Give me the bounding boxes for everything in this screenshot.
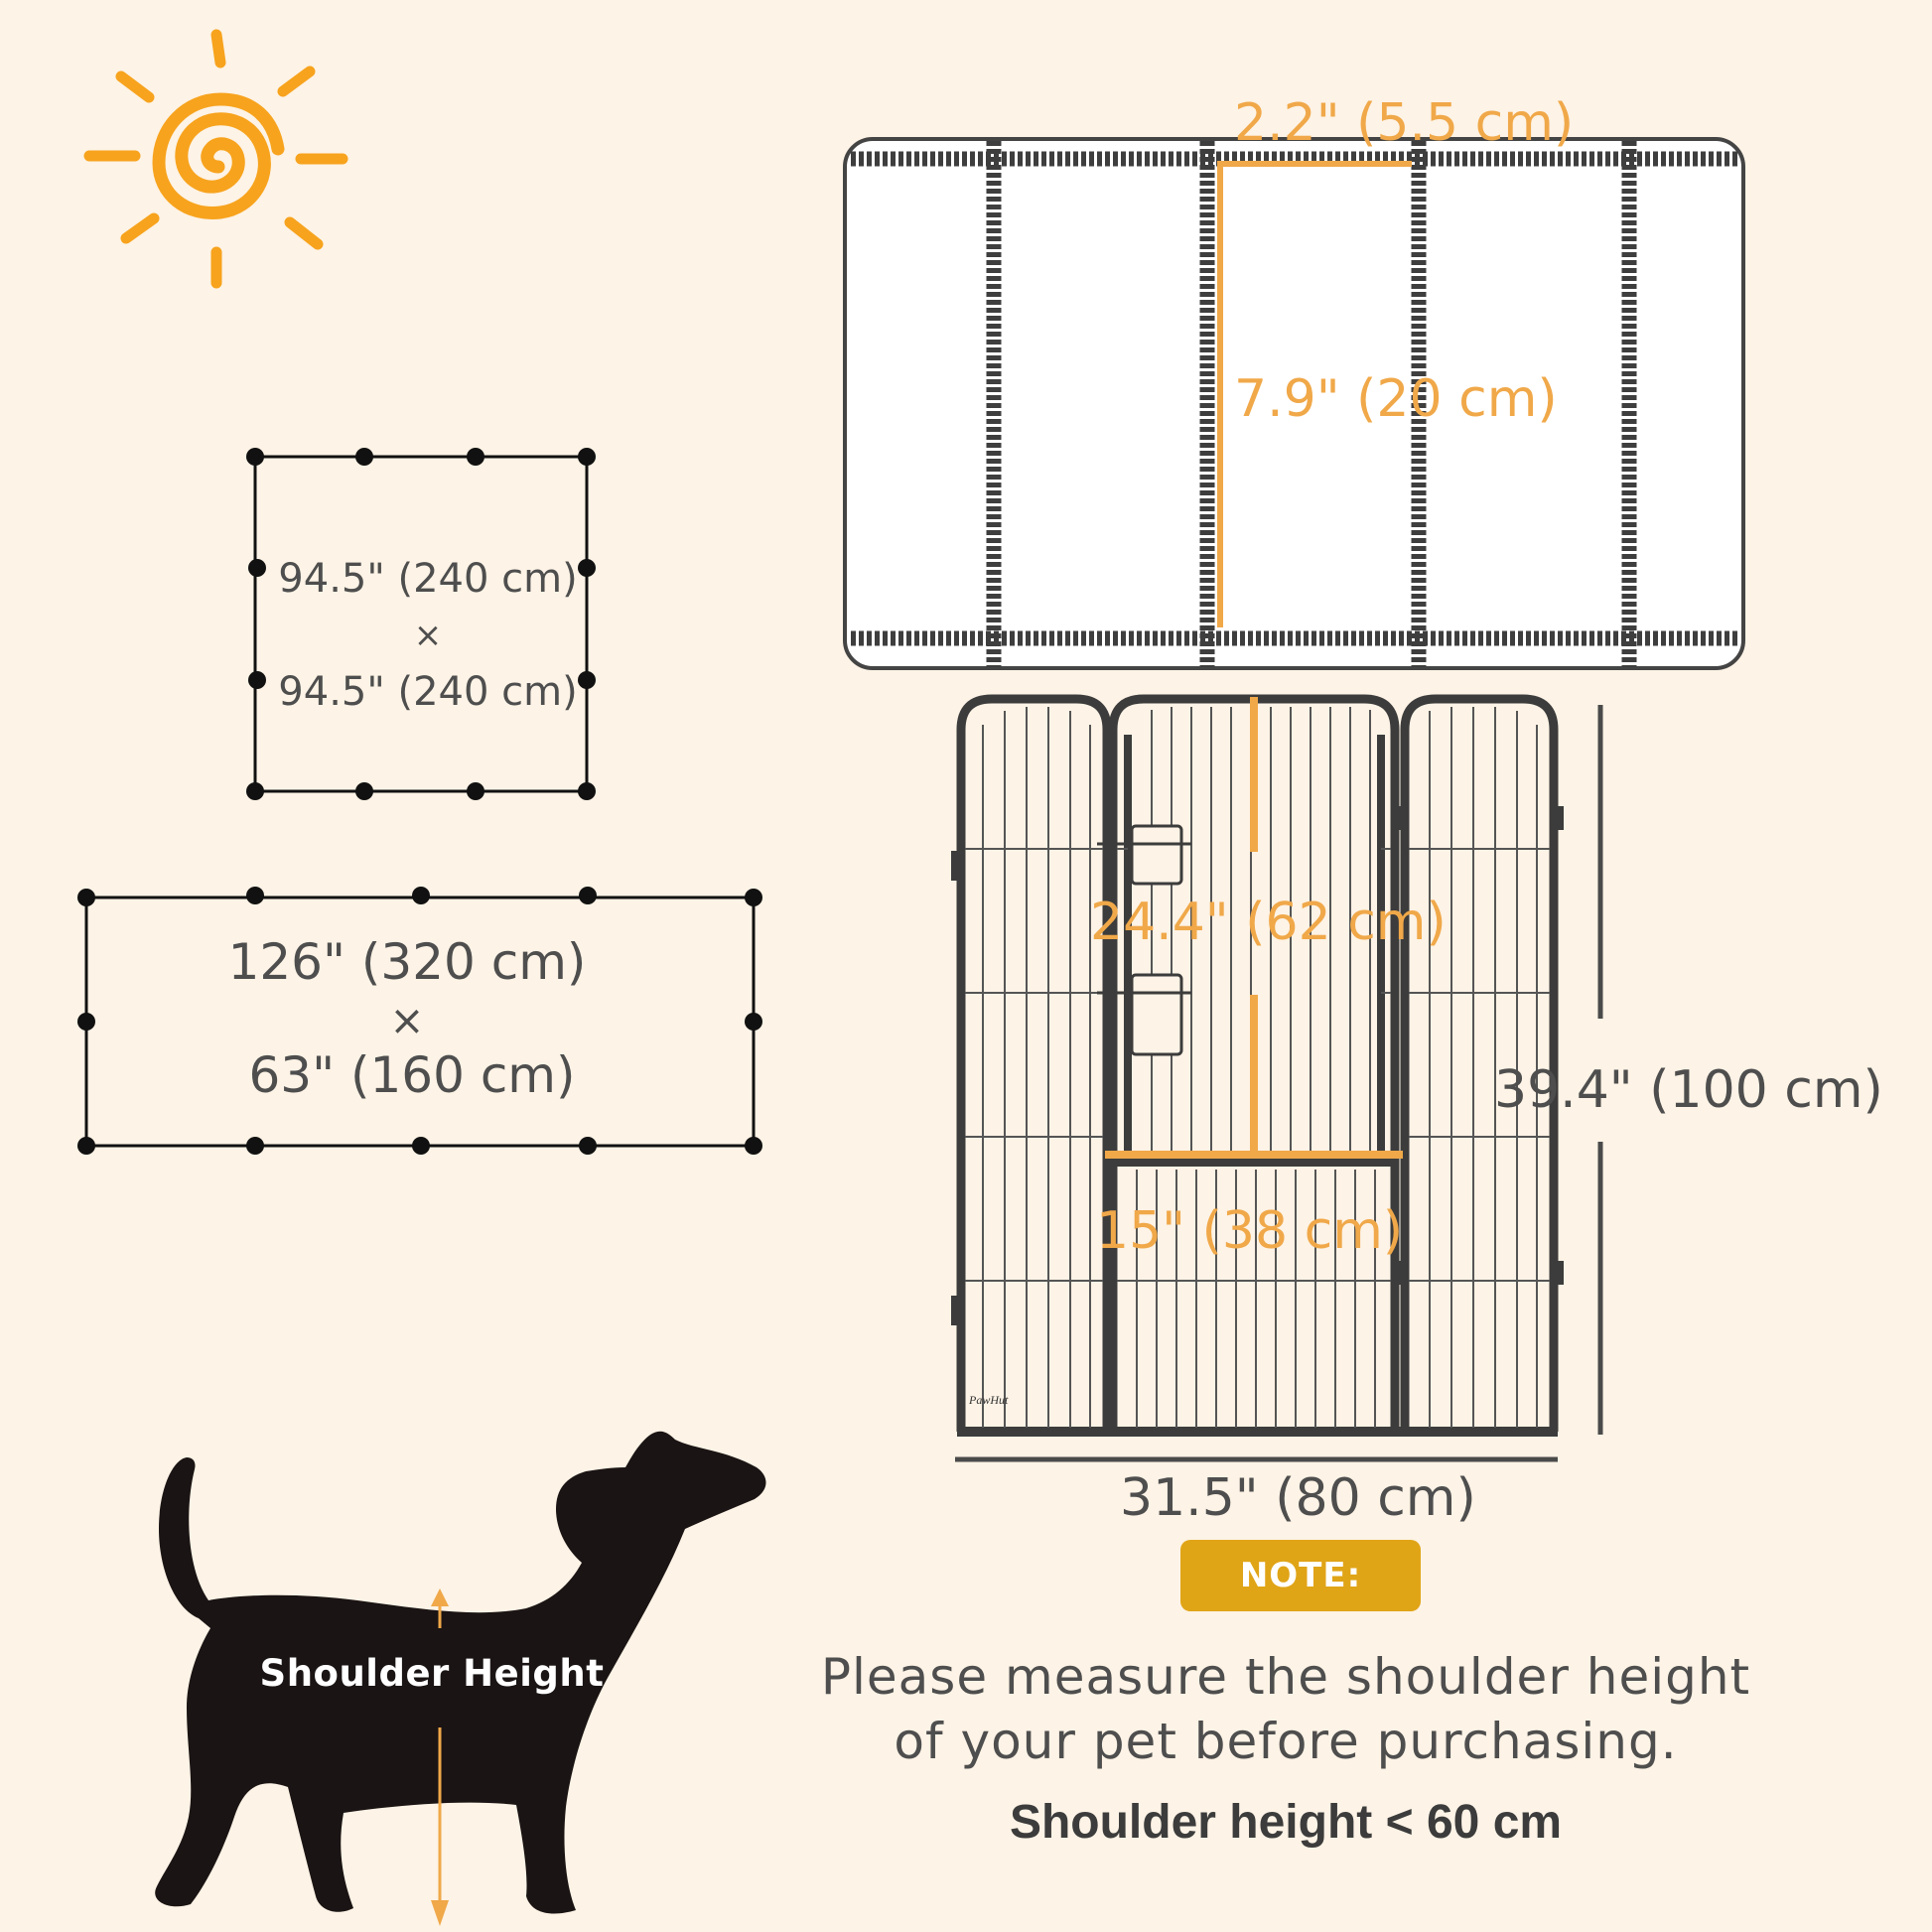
rect-layout-times: × <box>389 996 425 1044</box>
square-layout-connectors <box>246 448 596 800</box>
shoulder-height-arrow <box>431 1588 449 1926</box>
sun-icon <box>83 29 348 289</box>
dog-silhouette <box>155 1431 766 1926</box>
panel-dimension-lines <box>955 705 1603 1462</box>
note-line-1: Please measure the shoulder height <box>820 1648 1751 1706</box>
door-dimension-lines <box>1105 697 1403 1159</box>
rect-layout-width: 126" (320 cm) <box>227 933 587 991</box>
note-badge: NOTE: <box>1180 1540 1421 1611</box>
door-height-label: 24.4" (62 cm) <box>1090 893 1447 952</box>
panel-height-label: 39.4" (100 cm) <box>1494 1060 1883 1120</box>
square-layout-width: 94.5" (240 cm) <box>278 556 578 602</box>
bottom-section-label: 15" (38 cm) <box>1096 1201 1404 1261</box>
bar-spacing-label: 2.2" (5.5 cm) <box>1234 93 1575 153</box>
front-view-panel <box>951 694 1603 1462</box>
panel-crosswires <box>965 848 1550 1282</box>
shoulder-height-label: Shoulder Height <box>259 1652 605 1695</box>
side-connectors <box>951 806 1564 1325</box>
brand-logo: PawHut <box>969 1393 1009 1407</box>
square-layout-times: × <box>413 616 443 655</box>
square-layout-depth: 94.5" (240 cm) <box>278 669 578 715</box>
top-view-panel <box>843 137 1745 670</box>
note-line-2: of your pet before purchasing. <box>894 1713 1678 1770</box>
door-latches <box>1097 824 1191 1056</box>
square-layout-diagram <box>246 448 596 800</box>
bar-length-label: 7.9" (20 cm) <box>1234 369 1558 429</box>
panel-width-label: 31.5" (80 cm) <box>1120 1468 1476 1528</box>
shoulder-height-limit: Shoulder height < 60 cm <box>1009 1796 1563 1849</box>
panel-wires <box>982 707 1538 1428</box>
rect-layout-connectors <box>77 887 762 1155</box>
rect-layout-depth: 63" (160 cm) <box>248 1046 576 1104</box>
rect-layout-diagram <box>77 887 762 1155</box>
